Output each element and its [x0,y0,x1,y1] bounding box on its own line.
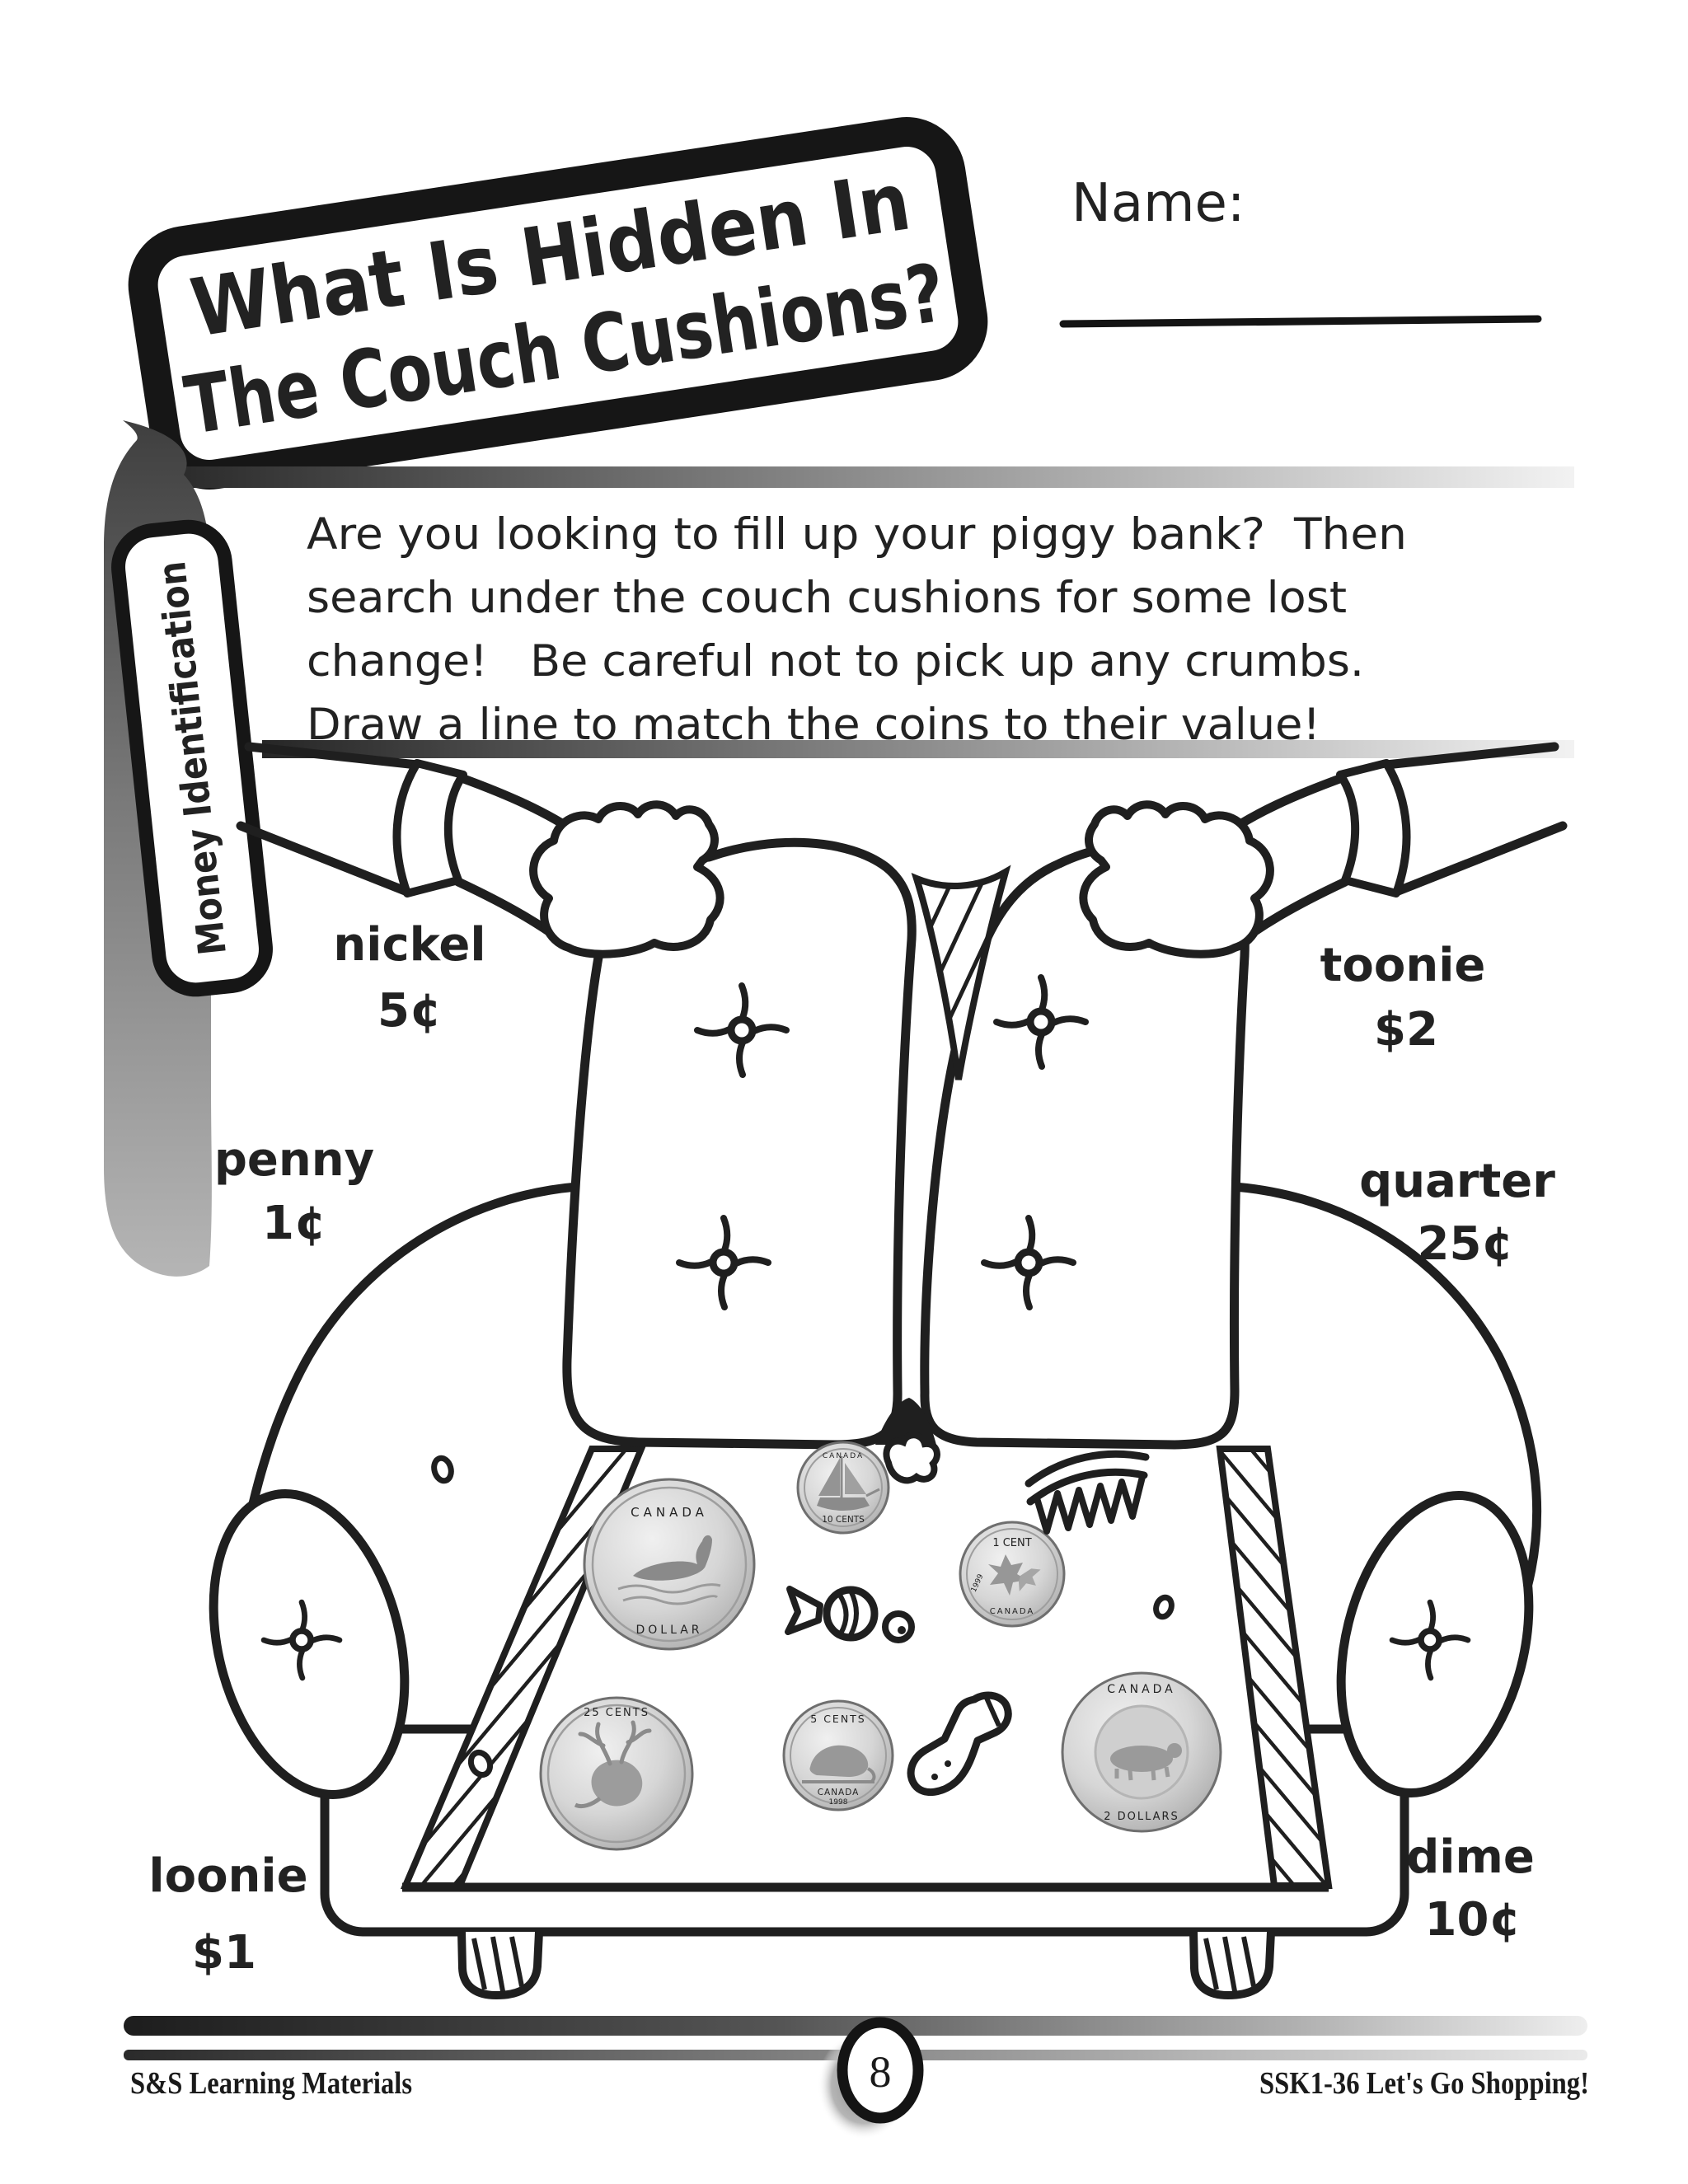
label-nickel-value: 5¢ [377,984,442,1038]
label-dime-name: dime [1406,1830,1535,1884]
toonie-top-text: CANADA [1107,1683,1176,1696]
penny-bottom-text: CANADA [990,1607,1035,1616]
title-banner: What Is Hidden In The Couch Cushions? [128,117,988,490]
cushion-gap-hatch [911,865,1011,1080]
sock [907,1691,1012,1797]
title-banner-frame [128,117,988,490]
label-loonie-value: $1 [192,1926,256,1980]
toonie-bottom-text: 2 DOLLARS [1104,1811,1179,1823]
label-nickel-name: nickel [333,918,485,972]
name-label: Name: [1071,173,1245,234]
label-loonie-name: loonie [148,1849,307,1903]
quarter-coin[interactable]: 25 CENTS [539,1696,694,1851]
nickel-coin[interactable]: 5 CENTS CANADA 1998 [782,1699,894,1811]
dime-top-text: CANADA [823,1452,864,1460]
label-quarter-value: 25¢ [1418,1217,1514,1271]
label-toonie[interactable]: toonie $2 [1320,939,1486,1057]
comb [1025,1450,1150,1535]
sailboat-motif [817,1497,870,1511]
instruction-line-2: search under the couch cushions for some… [307,573,1347,623]
loonie-bottom-text: DOLLAR [635,1624,702,1637]
crumb-1 [431,1455,454,1484]
label-loonie[interactable]: loonie $1 [148,1849,307,1980]
page-footer: 8 S&S Learning Materials SSK1-36 Let's G… [124,2016,1589,2139]
maple-leaf-motif [988,1554,1027,1596]
category-tab-frame [111,519,273,997]
nickel-top-text: 5 CENTS [810,1713,865,1725]
crumbs-and-objects [431,1432,1175,1797]
label-toonie-name: toonie [1320,939,1486,992]
page-number: 8 [870,2047,892,2097]
quarter-top-text: 25 CENTS [584,1707,649,1719]
popcorn-crumb [883,1432,940,1484]
cushion-gap-notch [875,1398,936,1445]
instruction-top-rule [145,466,1574,488]
page-number-badge [837,2017,924,2124]
penny-coin[interactable]: 1 CENT CANADA 1999 [959,1521,1066,1628]
label-toonie-value: $2 [1374,1003,1438,1057]
footer-code: SSK1-36 Let's Go Shopping! [1259,2066,1589,2101]
instruction-line-3: change! Be careful not to pick up any cr… [307,636,1364,687]
nickel-year-text: 1998 [829,1798,848,1807]
dime-coin[interactable]: CANADA 10 CENTS [796,1441,890,1535]
instruction-line-1: Are you looking to fill up your piggy ba… [307,509,1407,560]
instruction-line-4: Draw a line to match the coins to their … [307,700,1320,750]
penny-top-text: 1 CENT [992,1537,1031,1549]
loonie-top-text: CANADA [631,1505,708,1520]
label-quarter-name: quarter [1359,1155,1555,1208]
footer-publisher: S&S Learning Materials [130,2066,412,2101]
loon-motif [633,1535,712,1581]
caribou-motif [591,1760,643,1807]
label-penny-name: penny [214,1133,374,1187]
name-input-line[interactable] [1059,315,1542,328]
nickel-bottom-text: CANADA [818,1788,860,1797]
armrest-left [209,1489,410,1799]
instruction-bottom-rule [262,740,1574,758]
instruction-text: Are you looking to fill up your piggy ba… [307,509,1407,750]
back-cushion-left [562,837,917,1450]
loonie-coin[interactable]: CANADA DOLLAR [583,1478,756,1651]
crumb-2 [1153,1594,1175,1620]
couch-foot-left [457,1931,543,2000]
label-nickel[interactable]: nickel 5¢ [333,918,485,1038]
category-tab: Money Identification [111,519,273,997]
label-dime[interactable]: dime 10¢ [1406,1830,1535,1947]
beaver-motif [809,1745,869,1777]
wrapped-candy [785,1586,915,1643]
couch-foot-right [1189,1931,1275,2000]
crumb-3 [467,1749,494,1779]
label-dime-value: 10¢ [1425,1893,1522,1947]
toonie-coin[interactable]: CANADA 2 DOLLARS [1061,1671,1222,1833]
polar-bear-motif [1110,1746,1173,1772]
dime-bottom-text: 10 CENTS [822,1515,865,1525]
label-penny[interactable]: penny 1¢ [214,1133,374,1250]
label-penny-value: 1¢ [262,1197,326,1250]
label-quarter[interactable]: quarter 25¢ [1359,1155,1555,1271]
armrest-right [1336,1491,1534,1797]
footer-rule-thick [124,2016,1587,2036]
hidden-arm-right [1083,747,1563,954]
